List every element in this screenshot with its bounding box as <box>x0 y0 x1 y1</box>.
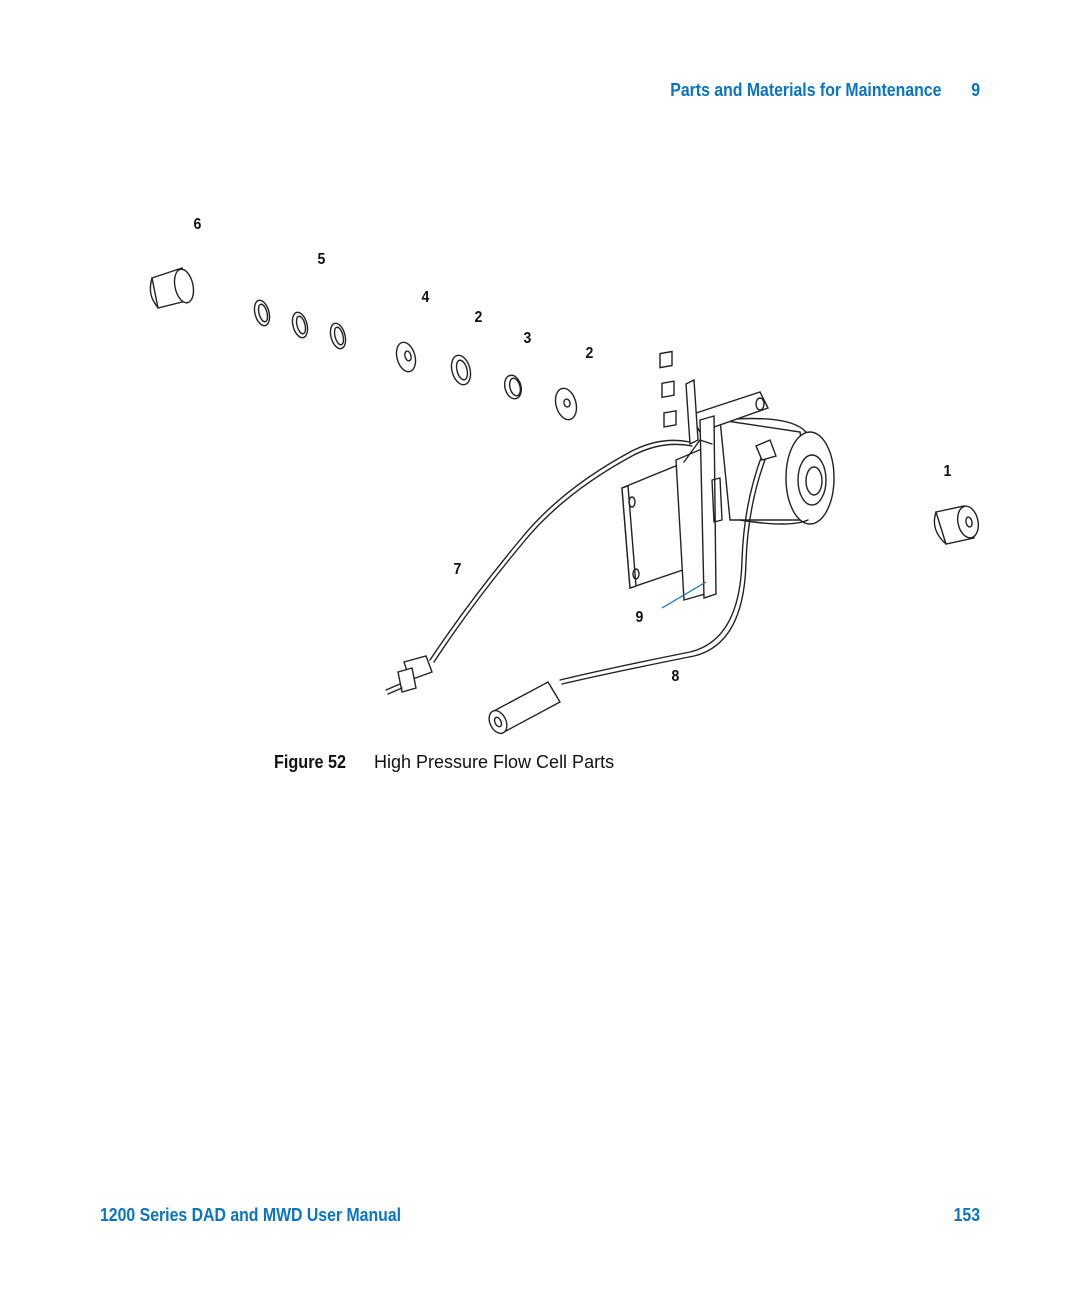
figure-caption: Figure 52 High Pressure Flow Cell Parts <box>274 752 614 773</box>
figure-title: High Pressure Flow Cell Parts <box>374 752 614 773</box>
callout-8: 8 <box>672 668 680 686</box>
callout-5: 5 <box>318 251 326 269</box>
callout-9: 9 <box>636 609 644 627</box>
callout-2-a: 2 <box>475 309 483 327</box>
figure-number: Figure 52 <box>274 752 364 773</box>
manual-title: 1200 Series DAD and MWD User Manual <box>100 1205 401 1226</box>
part-2-gasket-a <box>448 353 473 387</box>
callout-6: 6 <box>194 216 202 234</box>
callout-1: 1 <box>944 463 952 481</box>
callout-2-b: 2 <box>586 345 594 363</box>
callout-3: 3 <box>524 330 532 348</box>
part-3-window <box>502 373 524 400</box>
part-5-rings <box>252 299 348 351</box>
part-2-gasket-b <box>552 386 580 422</box>
page-number: 153 <box>954 1205 980 1226</box>
flow-cell-parts-diagram <box>0 0 1078 760</box>
part-1-end-cap <box>934 504 981 544</box>
front-plate <box>622 352 722 600</box>
cell-body-cylinder <box>720 419 834 525</box>
part-4-washer <box>393 340 418 374</box>
callout-4: 4 <box>422 289 430 307</box>
callout-7: 7 <box>454 561 462 579</box>
part-6-cap <box>150 268 196 308</box>
